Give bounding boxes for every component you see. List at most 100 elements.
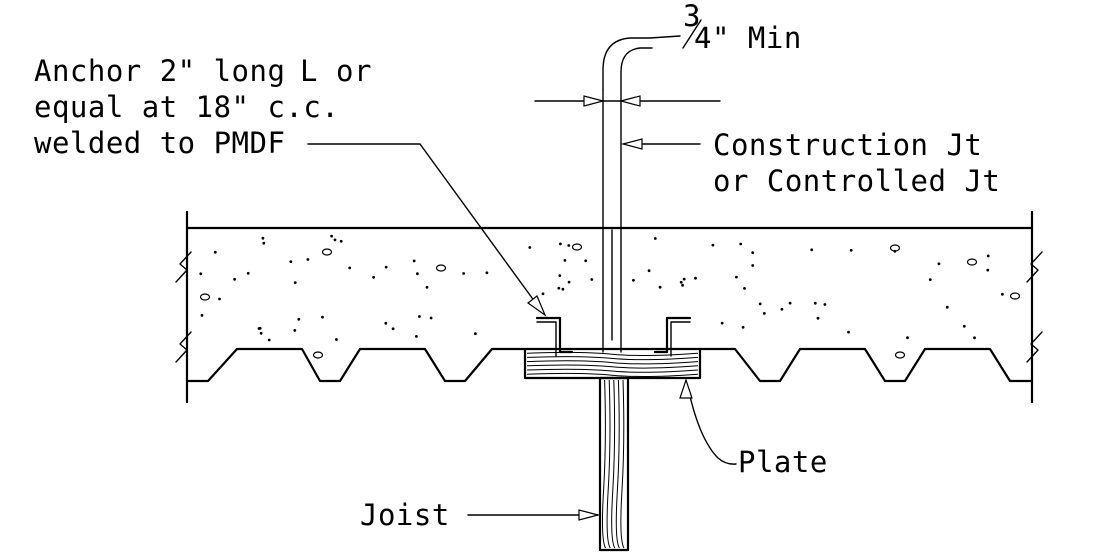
aggregate-dot <box>293 281 297 284</box>
anchor-leader-line <box>307 143 536 303</box>
dimension-arrow-right <box>618 95 641 107</box>
aggregate-dot <box>937 262 941 266</box>
aggregate-dot <box>810 248 814 252</box>
aggregate-dot <box>735 275 738 279</box>
fraction-numerator: 3 <box>683 0 701 33</box>
dimension-arrow-left <box>583 95 606 107</box>
aggregate-dot <box>262 241 266 245</box>
plate-grain-line <box>526 360 699 365</box>
aggregate-dot <box>485 271 489 275</box>
aggregate-dot <box>333 238 337 242</box>
aggregate-dot <box>412 259 416 263</box>
joint-label-line-1: Construction Jt <box>713 128 982 162</box>
aggregate-dot <box>372 275 375 279</box>
plate-leader-line <box>688 391 737 465</box>
aggregate-dot <box>559 242 562 246</box>
angle-symbol: L <box>300 54 318 88</box>
aggregate-pebble <box>571 243 583 251</box>
aggregate-dot <box>474 332 477 336</box>
joist-label: Joist <box>360 498 450 532</box>
aggregate-dot <box>816 316 820 320</box>
aggregate-dot <box>945 305 949 309</box>
aggregate-dot <box>330 234 333 238</box>
plate-leader-arrow <box>679 378 693 399</box>
aggregate-pebble <box>1009 292 1021 300</box>
aggregate-dot <box>306 258 310 261</box>
joist-grain-line <box>606 379 611 549</box>
aggregate-dot <box>261 236 265 240</box>
anchor-leader-arrow <box>526 295 547 317</box>
joist-grain-line <box>601 379 607 549</box>
aggregate-dot <box>962 324 966 328</box>
construction-joint <box>534 35 721 353</box>
aggregate-dot <box>647 269 651 273</box>
plate-label: Plate <box>738 445 828 479</box>
joist-grain-line <box>615 379 620 549</box>
aggregate-dot <box>541 292 545 296</box>
aggregate-dot <box>567 280 571 284</box>
aggregate-dot <box>416 272 419 276</box>
anchor-angle-right <box>653 316 692 354</box>
aggregate-dot <box>297 317 301 321</box>
wood-joist <box>598 376 630 552</box>
anchor-label-line-3: welded to PMDF <box>34 126 285 160</box>
min-width-label: 3 4 " Min <box>682 0 802 55</box>
aggregate-dot <box>751 251 755 255</box>
aggregate-dot <box>590 278 594 281</box>
plate-grain-line <box>526 364 699 369</box>
aggregate-dot <box>348 266 352 270</box>
aggregate-dot <box>986 254 990 258</box>
aggregate-dot <box>711 243 715 247</box>
anchor-angle-right-inner <box>670 321 691 357</box>
aggregate-dot <box>561 287 565 291</box>
aggregate-dot <box>632 278 635 282</box>
break-mark-right-top <box>1026 251 1043 283</box>
aggregate-dot <box>259 331 263 335</box>
aggregate-dot <box>289 260 293 263</box>
aggregate-dot <box>321 315 324 319</box>
plate-grain-line <box>526 368 699 373</box>
aggregate-dot <box>780 307 784 311</box>
joint-leader-arrow <box>620 138 643 150</box>
aggregate-dot <box>762 312 766 315</box>
aggregate-dot <box>823 303 827 306</box>
joist-grain-line <box>620 379 625 549</box>
aggregate-dot <box>557 286 561 290</box>
plate-grain-line <box>526 351 699 356</box>
plate-wood-grain <box>526 351 699 377</box>
aggregate-dot <box>906 336 909 340</box>
aggregate-dot <box>199 272 203 276</box>
aggregate-dot <box>293 329 297 332</box>
aggregate-dot <box>558 274 562 277</box>
aggregate-pebble <box>199 293 211 301</box>
joist-outline <box>598 376 630 552</box>
aggregate-dot <box>528 246 532 249</box>
aggregate-dot <box>415 335 418 338</box>
aggregate-dot <box>973 336 976 340</box>
aggregate-dot <box>658 285 662 289</box>
aggregate-dot <box>267 338 271 342</box>
break-mark-left-top <box>175 251 192 283</box>
aggregate-dot <box>679 280 683 284</box>
aggregate-pebble <box>435 264 447 272</box>
joint-top-curve-right <box>620 47 653 101</box>
anchor-label-line-1: Anchor 2" long <box>34 54 285 88</box>
fraction-denominator: 4 <box>694 21 712 55</box>
min-width-suffix: " Min <box>712 21 802 55</box>
joist-leader-arrow <box>578 509 601 521</box>
aggregate-dot <box>418 315 421 318</box>
aggregate-pebble <box>894 351 906 359</box>
aggregate-dot <box>788 301 792 305</box>
aggregate-dot <box>743 287 746 290</box>
aggregate-pebble <box>889 244 901 252</box>
aggregate-dot <box>213 250 217 254</box>
aggregate-dot <box>257 327 261 330</box>
aggregate-dot <box>425 285 429 289</box>
plate-grain-line <box>526 372 699 377</box>
aggregate-dot <box>751 264 755 267</box>
aggregate-dot <box>682 277 686 281</box>
aggregate-dot <box>847 330 850 334</box>
joint-label: Construction Jt or Controlled Jt <box>713 128 1000 198</box>
aggregate-dot <box>653 237 657 240</box>
